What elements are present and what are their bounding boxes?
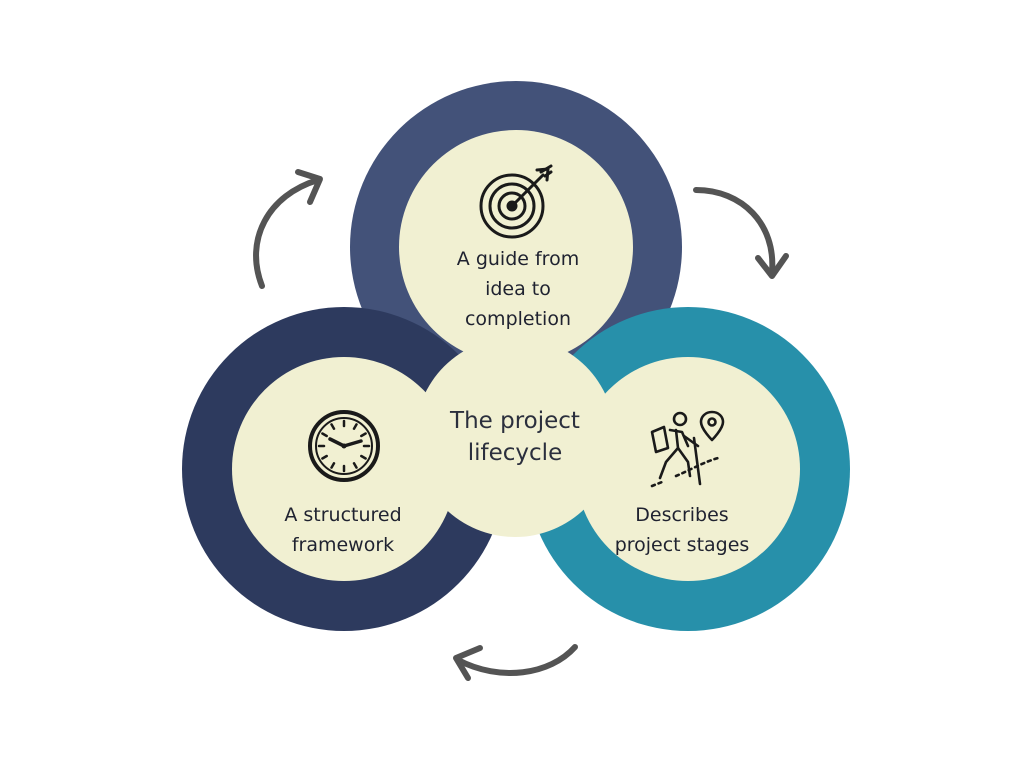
node-left-line-2: framework (291, 534, 395, 556)
node-top-label: A guide from idea to completion (418, 244, 618, 334)
cycle-arrow-top-right-icon (693, 187, 789, 279)
center-title-line-2: lifecycle (467, 440, 563, 466)
center-title-line-1: The project (450, 408, 580, 434)
node-top-line-3: completion (464, 308, 571, 330)
node-top-line-1: A guide from (456, 248, 580, 270)
node-right-line-1: Describes (635, 504, 729, 526)
target-arrow-icon (479, 164, 553, 239)
center-circle (415, 337, 615, 537)
node-top-line-2: idea to (485, 278, 551, 300)
clock-icon (308, 410, 380, 482)
cycle-arrow-top-left-icon (253, 169, 323, 289)
center-title: The project lifecycle (415, 405, 615, 469)
node-right-label: Describes project stages (582, 500, 782, 560)
fill-top (399, 130, 633, 364)
node-right-line-2: project stages (614, 534, 750, 556)
node-left-label: A structured framework (243, 500, 443, 560)
cycle-arrow-bottom-icon (453, 644, 578, 681)
hiker-location-icon (650, 410, 725, 488)
node-left-line-1: A structured (284, 504, 402, 526)
